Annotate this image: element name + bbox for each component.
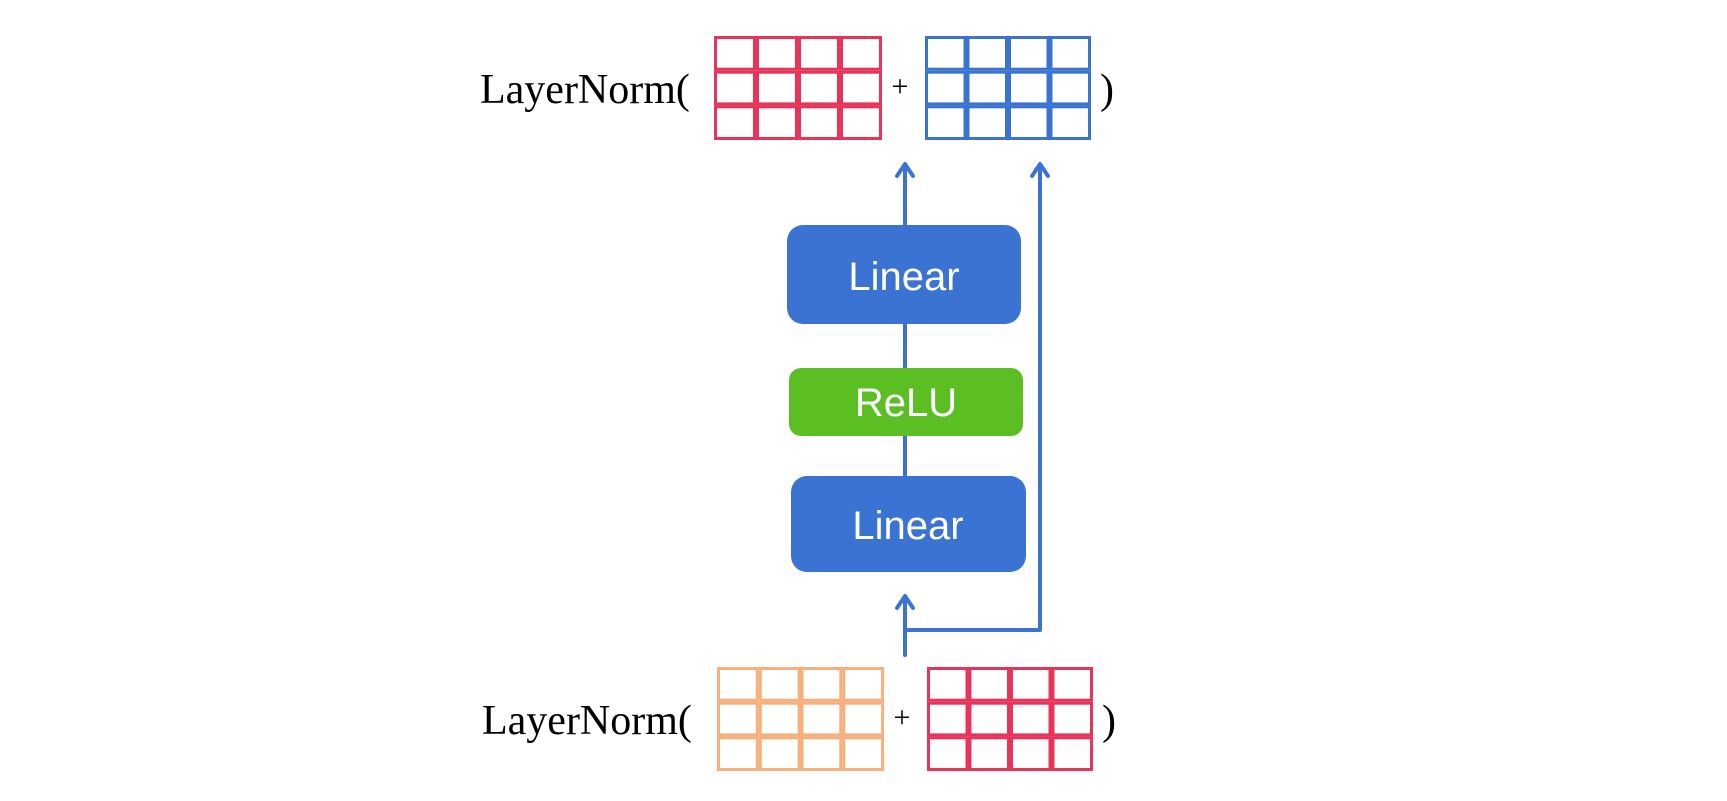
matrix-cell [800, 701, 843, 737]
top-close-paren: ) [1100, 67, 1114, 113]
matrix-cell [798, 105, 840, 141]
top-plus-sign: + [892, 70, 909, 103]
matrix-cell [756, 105, 798, 141]
matrix-cell [1008, 70, 1050, 106]
matrix-cell [758, 736, 801, 771]
matrix-cell [925, 70, 967, 106]
top-right-matrix [925, 36, 1091, 141]
relu-box [789, 368, 1023, 436]
matrix-cell [1008, 105, 1050, 141]
top-left-matrix [714, 36, 882, 141]
residual-arrowhead [1030, 162, 1050, 178]
matrix-cell [925, 105, 967, 141]
matrix-cell [717, 701, 759, 737]
bottom-right-matrix [927, 667, 1093, 771]
bottom-left-matrix [717, 667, 885, 771]
matrix-cell [840, 70, 882, 106]
matrix-cell [968, 736, 1010, 771]
matrix-cell [927, 667, 969, 702]
matrix-cell [840, 105, 882, 141]
matrix-cell [756, 36, 798, 71]
matrix-cell [1010, 701, 1052, 737]
matrix-cell [968, 667, 1010, 702]
matrix-cell [968, 701, 1010, 737]
linear-bottom-label: Linear [852, 504, 963, 548]
matrix-cell [927, 736, 969, 771]
linear-bottom-box [791, 476, 1026, 572]
matrix-cell [714, 105, 756, 141]
matrix-cell [1049, 105, 1091, 141]
matrix-cell [1010, 736, 1052, 771]
matrix-cell [1010, 667, 1052, 702]
matrix-cell [1051, 667, 1093, 702]
top-layernorm-label: LayerNorm( [480, 67, 690, 113]
matrix-cell [714, 36, 756, 71]
matrix-cell [798, 70, 840, 106]
linear-top-block: Linear [787, 225, 1021, 324]
relu-block: ReLU [789, 368, 1023, 436]
linear-top-label: Linear [848, 255, 959, 299]
bottom-expression: LayerNorm( + ) [482, 667, 1116, 771]
top-expression: LayerNorm( + ) [480, 36, 1114, 141]
matrix-cell [717, 667, 759, 702]
matrix-cell [1008, 36, 1050, 71]
matrix-cell [1049, 70, 1091, 106]
matrix-cell [717, 736, 759, 771]
matrix-cell [800, 667, 843, 702]
input-arrowhead [895, 594, 915, 610]
matrix-cell [756, 70, 798, 106]
bottom-plus-sign: + [894, 701, 911, 734]
matrix-cell [798, 36, 840, 71]
bottom-close-paren: ) [1102, 698, 1116, 744]
matrix-cell [1051, 736, 1093, 771]
matrix-cell [1051, 701, 1093, 737]
matrix-cell [966, 70, 1008, 106]
relu-label: ReLU [855, 381, 957, 425]
matrix-cell [842, 667, 885, 702]
residual-path [903, 164, 1042, 632]
connectors [895, 162, 1050, 657]
matrix-cell [966, 36, 1008, 71]
matrix-cell [714, 70, 756, 106]
matrix-cell [758, 701, 801, 737]
matrix-cell [1049, 36, 1091, 71]
matrix-cell [758, 667, 801, 702]
matrix-cell [800, 736, 843, 771]
matrix-cell [842, 701, 885, 737]
bottom-layernorm-label: LayerNorm( [482, 698, 692, 744]
matrix-cell [966, 105, 1008, 141]
linear-top-box [787, 225, 1021, 324]
linear-bottom-block: Linear [791, 476, 1026, 572]
output-arrowhead [895, 162, 915, 178]
matrix-cell [927, 701, 969, 737]
matrix-cell [842, 736, 885, 771]
matrix-cell [925, 36, 967, 71]
matrix-cell [840, 36, 882, 71]
